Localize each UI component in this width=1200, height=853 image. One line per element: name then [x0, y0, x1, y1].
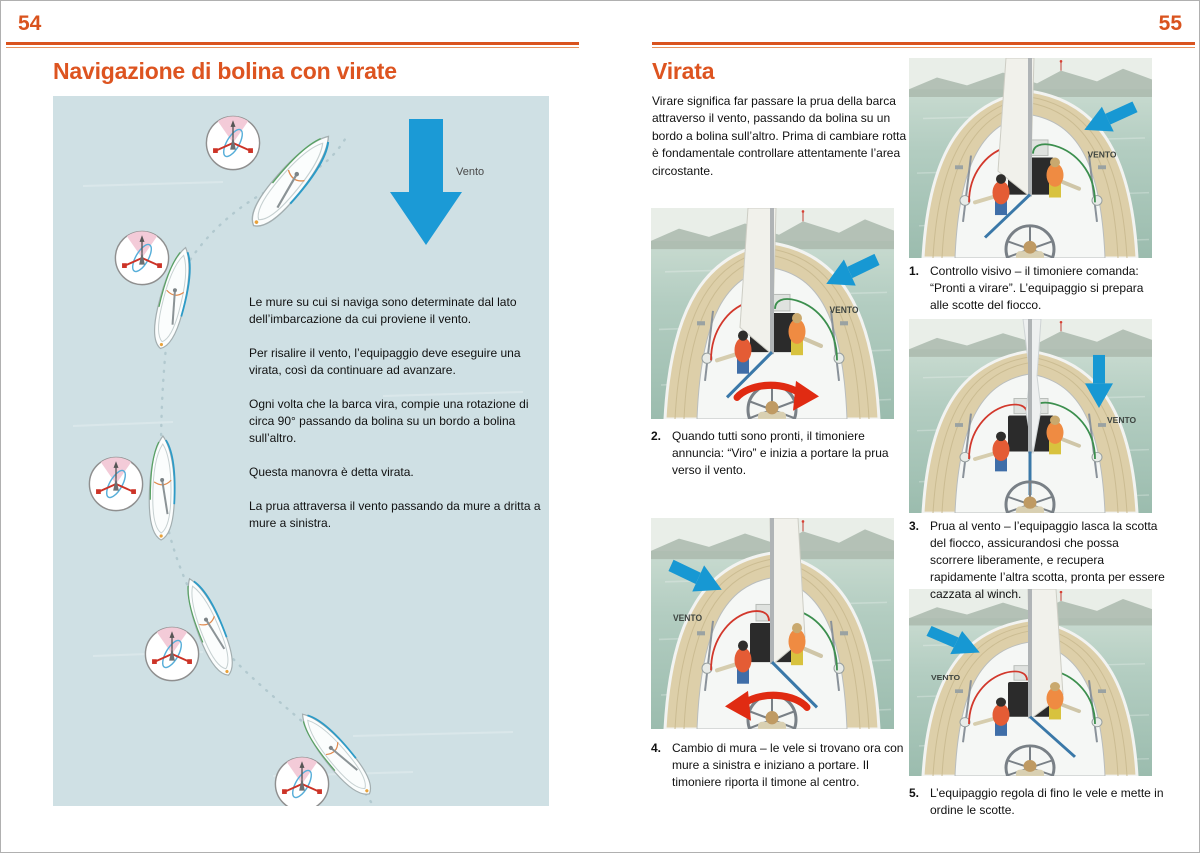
rule-thick [6, 42, 579, 45]
red-sheet-line [968, 670, 1028, 725]
wind-arrow-icon [1085, 354, 1113, 408]
cockpit-scene: VENTO [651, 518, 894, 729]
green-sheet-line [1032, 143, 1096, 203]
rule-thick [652, 42, 1195, 45]
wind-arrow-icon [1084, 101, 1138, 132]
wind-arrow-icon [926, 626, 980, 655]
wind-arrow-icon [390, 119, 462, 245]
step-text: Prua al vento – l’equipaggio lasca la sc… [930, 519, 1165, 602]
step-text: Quando tutti sono pronti, il timoniere a… [672, 429, 889, 478]
tacking-course-diagram: Vento Le mure su cui si naviga sono dete… [53, 96, 549, 806]
crew-figure [973, 431, 1010, 472]
cockpit-scene: VENTO [651, 208, 894, 419]
wind-label: VENTO [931, 674, 960, 683]
page-title-right: Virata [652, 58, 715, 84]
wind-label: VENTO [829, 305, 858, 315]
compass-icon [88, 456, 144, 512]
step-number: 5. [909, 786, 920, 800]
diagram-paragraph: Per risalire il vento, l’equipaggio deve… [249, 346, 521, 378]
step-caption: 3. Prua al vento – l’equipaggio lasca la… [909, 518, 1165, 603]
diagram-paragraph: Ogni volta che la barca vira, compie una… [249, 397, 529, 446]
red-sheet-line [710, 610, 770, 671]
wind-label: VENTO [1107, 416, 1137, 425]
step-text: Controllo visivo – il timoniere comanda:… [930, 264, 1144, 313]
step-3-illustration: VENTO [909, 319, 1152, 513]
helmsman-figure [1016, 496, 1044, 513]
crew-figure [788, 622, 823, 666]
red-sheet-line [968, 403, 1028, 460]
rule-thin [652, 47, 1195, 48]
crew-figure [715, 640, 752, 684]
cockpit-scene: VENTO [909, 319, 1152, 513]
compass-icon [274, 756, 330, 806]
page-number-left: 54 [18, 12, 42, 35]
step-number: 2. [651, 429, 662, 443]
rule-thin [6, 47, 579, 48]
wind-label: VENTO [1087, 150, 1117, 160]
wind-label: VENTO [673, 613, 702, 623]
diagram-paragraph: Le mure su cui si naviga sono determinat… [249, 295, 517, 327]
helmsman-figure [1016, 760, 1044, 776]
crew-figure [715, 330, 752, 374]
cockpit-scene: VENTO [909, 589, 1152, 776]
wind-arrow-icon [826, 253, 880, 286]
header-rule-right [652, 42, 1195, 48]
turn-arrow-icon [725, 690, 811, 721]
helmsman-figure [1016, 240, 1044, 258]
step-5-illustration: VENTO [909, 589, 1152, 776]
step-text: L’equipaggio regola di fino le vele e me… [930, 786, 1164, 818]
compass-icon [205, 115, 261, 171]
step-number: 1. [909, 264, 920, 278]
diagram-text-block: Le mure su cui si naviga sono determinat… [249, 294, 549, 549]
step-text: Cambio di mura – le vele si trovano ora … [672, 741, 904, 790]
step-number: 4. [651, 741, 662, 755]
wind-label: Vento [456, 166, 484, 178]
crew-figure [1046, 157, 1081, 198]
step-caption: 1. Controllo visivo – il timoniere coman… [909, 263, 1161, 314]
step-number: 3. [909, 519, 920, 533]
cockpit-scene: VENTO [909, 58, 1152, 258]
crew-figure [1046, 682, 1081, 720]
step-4-illustration: VENTO [651, 518, 894, 729]
compass-icon [144, 626, 200, 682]
intro-paragraph: Virare significa far passare la prua del… [652, 94, 907, 178]
crew-figure [1046, 415, 1081, 455]
crew-figure [788, 312, 823, 356]
wind-arrow-icon [668, 559, 722, 592]
header-rule-left [6, 42, 579, 48]
step-caption: 5. L’equipaggio regola di fino le vele e… [909, 785, 1165, 819]
compass-icon [114, 230, 170, 286]
crew-figure [973, 174, 1010, 216]
step-caption: 4. Cambio di mura – le vele si trovano o… [651, 740, 913, 791]
step-2-illustration: VENTO [651, 208, 894, 419]
helmsman-figure [758, 710, 786, 729]
step-1-illustration: VENTO [909, 58, 1152, 258]
tacking-course-illustration: Vento [53, 96, 549, 806]
turn-arrow-icon [733, 380, 819, 411]
helmsman-figure [758, 400, 786, 419]
page-number-right: 55 [1158, 12, 1182, 35]
crew-figure [973, 697, 1010, 736]
step-caption: 2. Quando tutti sono pronti, il timonier… [651, 428, 913, 479]
diagram-paragraph: La prua attraversa il vento passando da … [249, 499, 541, 531]
green-sheet-line [774, 298, 838, 361]
diagram-paragraph: Questa manovra è detta virata. [249, 465, 414, 480]
sea-background [53, 96, 549, 806]
page-title-left: Navigazione di bolina con virate [53, 58, 397, 84]
